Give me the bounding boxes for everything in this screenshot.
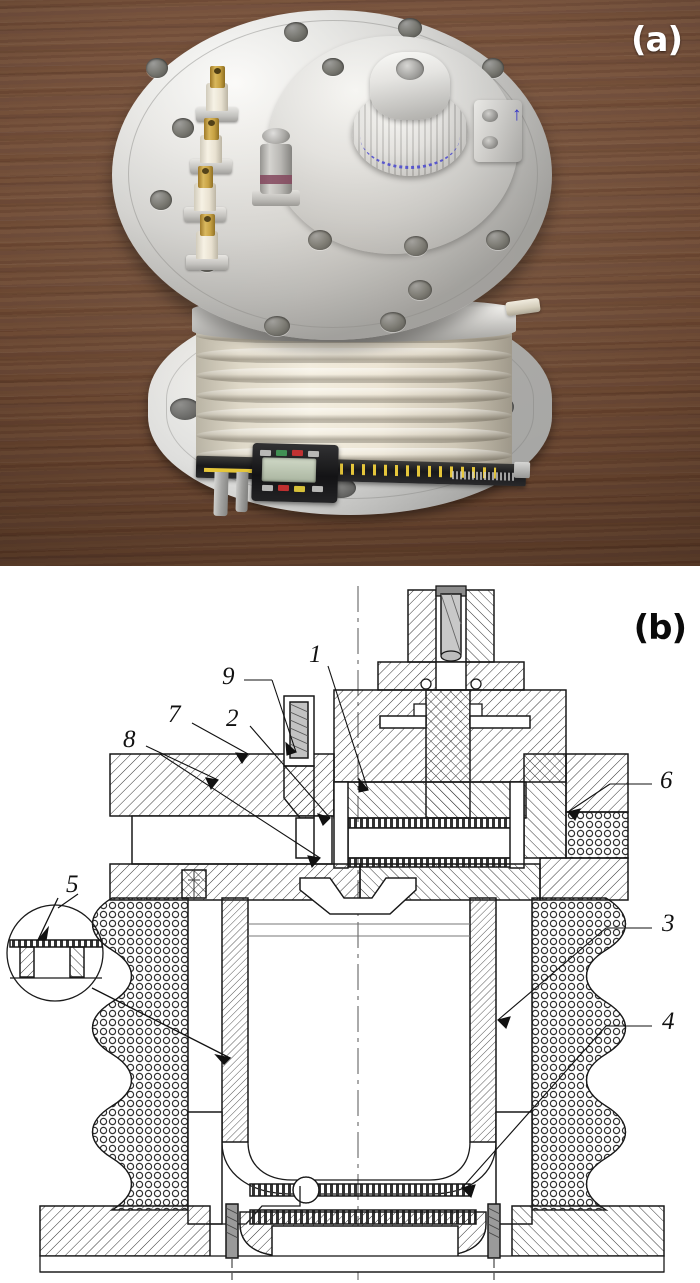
callout-1: 1 — [309, 641, 322, 668]
top-flange-bolt-hole — [264, 316, 290, 336]
caliper-brand-text — [451, 471, 517, 481]
callout-5: 5 — [66, 871, 79, 898]
caliper-button[interactable] — [291, 449, 304, 457]
top-flange-bolt-hole — [150, 190, 172, 210]
top-flange-bolt-hole — [398, 18, 422, 38]
callout-4: 4 — [662, 1008, 675, 1035]
top-flange-bolt-hole — [172, 118, 194, 138]
callout-6: 6 — [660, 767, 673, 794]
leader-lines — [57, 665, 652, 1199]
bottom-fastener — [487, 1203, 501, 1280]
detail-view-circle-5 — [6, 897, 232, 1065]
ceramic-feedthrough-post — [186, 214, 228, 270]
caliper-depth-rod-end — [513, 461, 531, 479]
callout-2: 2 — [226, 705, 239, 732]
caliper-button[interactable] — [261, 484, 274, 492]
caliper-fixed-jaw — [213, 471, 229, 517]
caliper-button[interactable] — [275, 449, 288, 457]
panel-a-photograph: ↑ — [0, 0, 700, 568]
panel-b-drawing: 1 2 3 4 5 6 7 8 9 (b) — [0, 568, 700, 1283]
inner-plate-bolt-hole — [322, 58, 344, 76]
ceramic-feedthrough-post — [190, 118, 232, 174]
panel-a-label: (a) — [630, 20, 683, 60]
inner-plate-bolt-hole — [404, 236, 428, 256]
vacuum-chamber-assembly: ↑ — [0, 0, 700, 568]
callout-7: 7 — [168, 701, 181, 728]
caliper-button[interactable] — [293, 485, 306, 493]
top-flange-bolt-hole — [284, 22, 308, 42]
valve-block-screw — [482, 109, 498, 122]
caliper-button[interactable] — [277, 484, 290, 492]
caliper-button[interactable] — [259, 449, 272, 457]
panel-b-label: (b) — [633, 608, 687, 648]
flow-direction-arrow-icon: ↑ — [512, 104, 522, 125]
panel-separator — [0, 566, 700, 568]
top-flange-bolt-hole — [486, 230, 510, 250]
coaxial-feedthrough-connector — [252, 128, 300, 206]
inner-plate-bolt-hole — [308, 230, 332, 250]
caliper-button[interactable] — [311, 485, 324, 493]
top-flange-edge-ring — [128, 20, 538, 328]
callout-3: 3 — [662, 910, 675, 937]
caliper-lcd-screen — [261, 457, 317, 483]
top-flange-bolt-hole — [380, 312, 406, 332]
caliper-button[interactable] — [307, 450, 320, 458]
ceramic-feedthrough-post — [196, 66, 238, 122]
caliper-sliding-jaw — [235, 471, 249, 513]
bottom-fastener — [225, 1203, 239, 1280]
top-flange-bolt-hole — [146, 58, 168, 78]
side-valve-block — [474, 100, 522, 162]
top-flange-bolt-hole — [408, 280, 432, 300]
callout-9: 9 — [222, 663, 235, 690]
ceramic-side-port — [505, 297, 541, 317]
valve-block-screw — [482, 136, 498, 149]
callout-8: 8 — [123, 726, 136, 753]
knob-center-screw — [396, 58, 424, 80]
knob-scale-markings — [360, 104, 460, 169]
cross-section-drawing — [6, 585, 665, 1280]
digital-caliper — [195, 438, 531, 517]
